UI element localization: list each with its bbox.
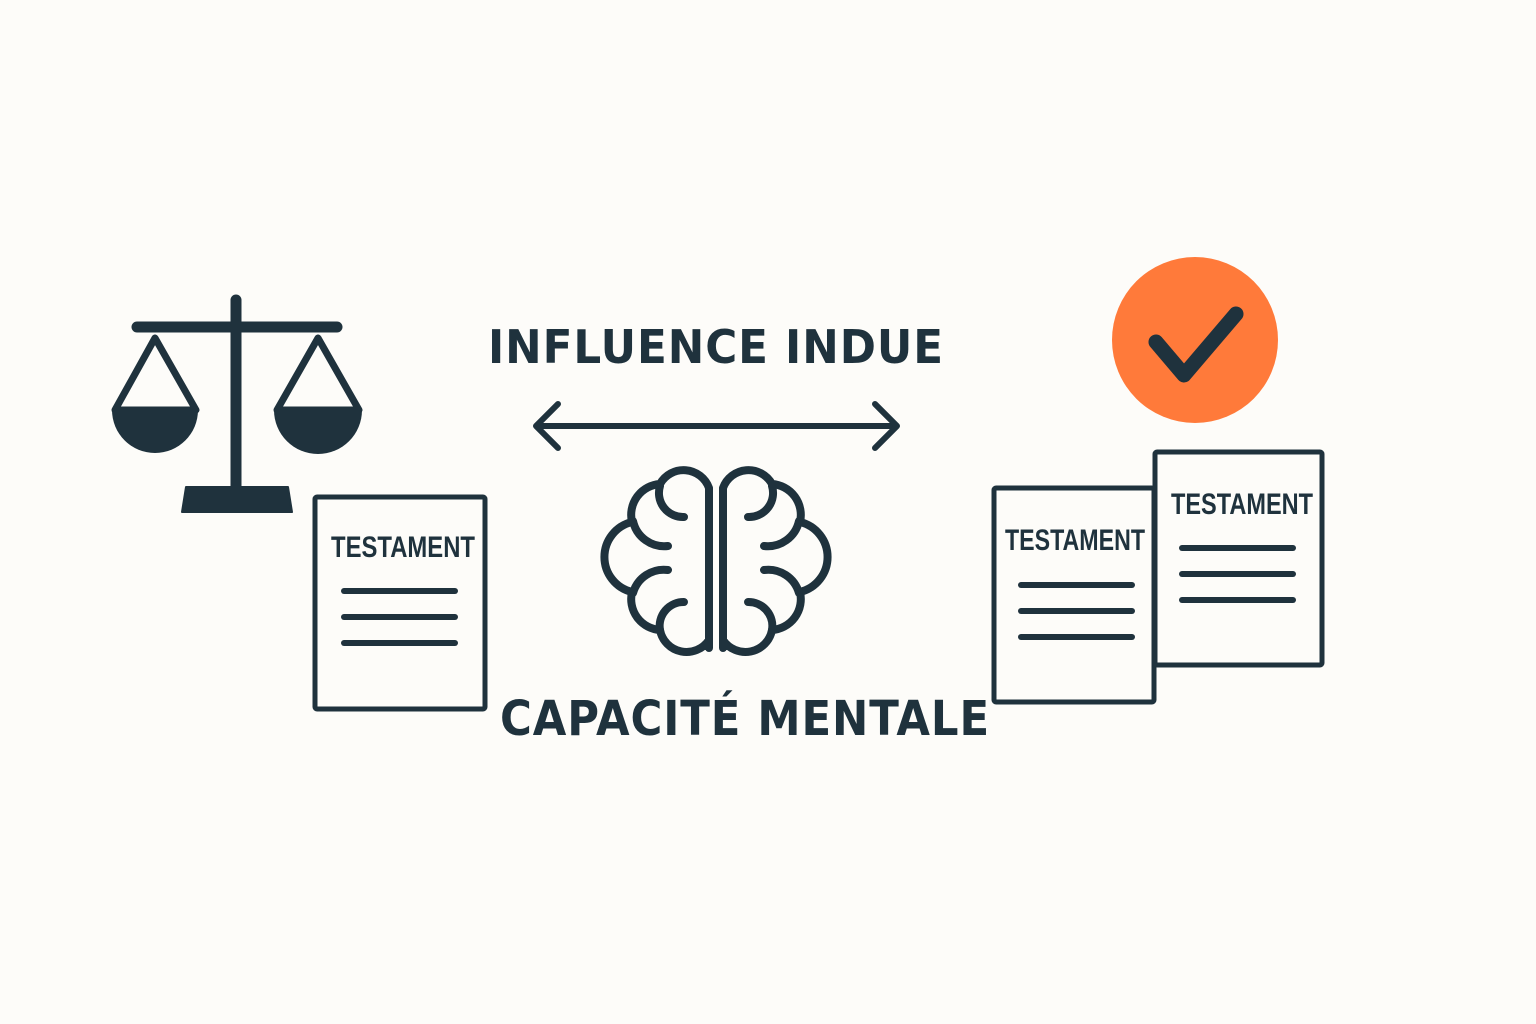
front-document-title: TESTAMENT <box>1171 488 1313 521</box>
scales-of-justice-icon <box>111 294 363 513</box>
documents-icon: TESTAMENT TESTAMENT <box>991 449 1325 705</box>
brain-icon <box>600 470 827 652</box>
check-circle-icon <box>1112 257 1278 423</box>
influence-indue-label: INFLUENCE INDUE <box>488 320 944 374</box>
back-document-title: TESTAMENT <box>1005 524 1145 557</box>
double-arrow-icon <box>533 401 900 451</box>
document-icon: TESTAMENT <box>312 494 488 712</box>
document-title: TESTAMENT <box>331 531 475 564</box>
capacite-mentale-label: CAPACITÉ MENTALE <box>500 690 990 747</box>
